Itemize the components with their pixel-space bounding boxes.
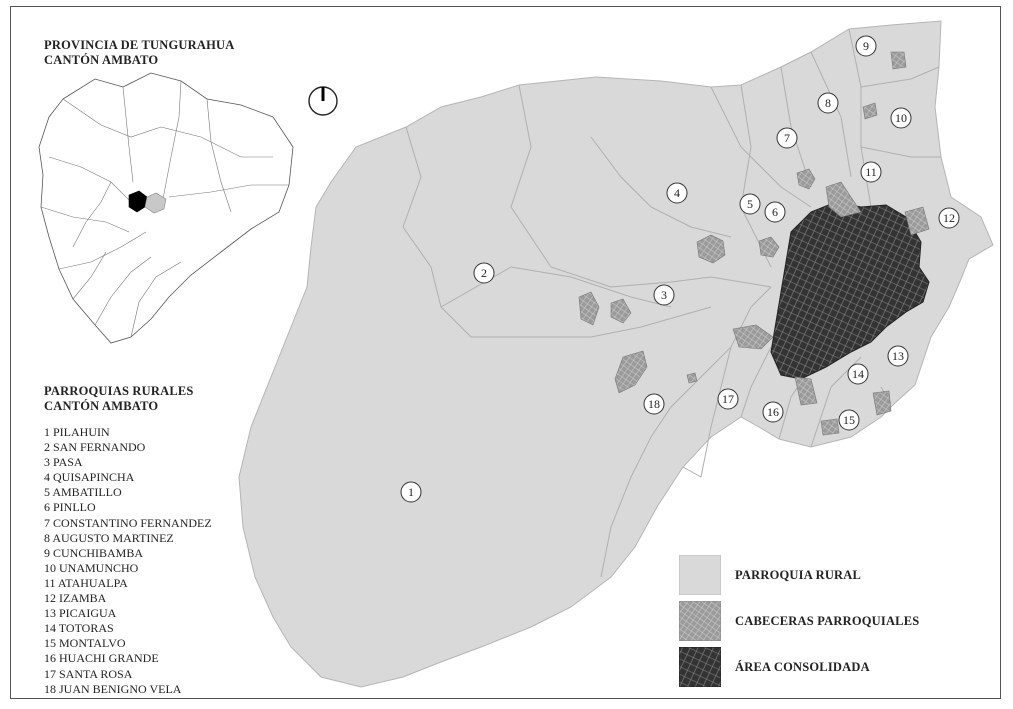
parish-number-8: 8	[825, 96, 831, 110]
legend-swatch-rural	[679, 555, 721, 595]
parish-marker-14[interactable]	[847, 363, 869, 385]
parish-number-14: 14	[852, 367, 864, 381]
rural-parishes-title: PARROQUIAS RURALES CANTÓN AMBATO	[44, 384, 194, 414]
list-item: 17 SANTA ROSA	[44, 666, 133, 681]
parish-number-18: 18	[648, 397, 660, 411]
list-item: 13 PICAIGUA	[44, 606, 117, 621]
list-item: 8 AUGUSTO MARTINEZ	[44, 530, 174, 545]
north-arrow-icon	[308, 86, 338, 116]
parish-marker-4[interactable]	[666, 182, 688, 204]
list-item: 3 PASA	[44, 455, 83, 470]
parish-marker-13[interactable]	[887, 345, 909, 367]
rural-title-line1: PARROQUIAS RURALES	[44, 384, 194, 398]
legend-item-consolidated: ÁREA CONSOLIDADA	[679, 647, 979, 687]
parish-number-3: 3	[661, 288, 667, 302]
list-item: 15 MONTALVO	[44, 636, 126, 651]
ambato-canton-map: 1 2 3 4 5 6 7 8 9 10 11 12 13 14 15 16 1…	[238, 20, 994, 688]
parish-marker-10[interactable]	[890, 107, 912, 129]
list-item: 14 TOTORAS	[44, 621, 114, 636]
list-item: 18 JUAN BENIGNO VELA	[44, 681, 182, 696]
parish-number-6: 6	[772, 205, 778, 219]
list-item: 9 CUNCHIBAMBA	[44, 545, 144, 560]
legend-item-rural: PARROQUIA RURAL	[679, 555, 979, 595]
parish-number-5: 5	[747, 197, 753, 211]
map-figure: 1 2 3 4 5 6 7 8 9 10 11 12 13 14 15 16 1…	[10, 6, 1001, 699]
parish-marker-18[interactable]	[643, 393, 665, 415]
parish-marker-9[interactable]	[855, 35, 877, 57]
parish-number-2: 2	[481, 266, 487, 280]
parish-number-13: 13	[892, 349, 904, 363]
list-item: 5 AMBATILLO	[44, 485, 122, 500]
legend-label-heads: CABECERAS PARROQUIALES	[735, 614, 920, 628]
list-item: 6 PINLLO	[44, 500, 96, 515]
consolidated-area	[770, 201, 930, 380]
parish-marker-16[interactable]	[762, 401, 784, 423]
ecuador-inset-map	[38, 72, 294, 344]
legend-swatch-heads	[679, 601, 721, 641]
parish-marker-8[interactable]	[817, 92, 839, 114]
parish-heads	[578, 51, 930, 436]
legend-label-rural: PARROQUIA RURAL	[735, 568, 862, 582]
parish-number-16: 16	[767, 405, 779, 419]
parish-marker-17[interactable]	[717, 388, 739, 410]
list-item: 2 SAN FERNANDO	[44, 440, 146, 455]
province-title: PROVINCIA DE TUNGURAHUA CANTÓN AMBATO	[44, 38, 235, 68]
parish-number-10: 10	[895, 111, 907, 125]
list-item: 10 UNAMUNCHO	[44, 560, 139, 575]
parish-marker-7[interactable]	[776, 127, 798, 149]
parish-number-11: 11	[865, 165, 877, 179]
parish-marker-11[interactable]	[860, 161, 882, 183]
parish-number-4: 4	[674, 186, 680, 200]
map-canvas: 1 2 3 4 5 6 7 8 9 10 11 12 13 14 15 16 1…	[38, 20, 994, 688]
parish-marker-6[interactable]	[764, 201, 786, 223]
legend-item-heads: CABECERAS PARROQUIALES	[679, 601, 979, 641]
legend-swatch-consolidated	[679, 647, 721, 687]
list-item: 12 IZAMBA	[44, 591, 107, 606]
parish-number-9: 9	[863, 39, 869, 53]
list-item: 1 PILAHUIN	[44, 425, 110, 439]
parish-marker-3[interactable]	[653, 284, 675, 306]
parish-marker-2[interactable]	[473, 262, 495, 284]
parish-marker-1[interactable]	[400, 481, 422, 503]
parish-number-15: 15	[843, 413, 855, 427]
province-title-line2: CANTÓN AMBATO	[44, 53, 159, 67]
parish-number-1: 1	[408, 485, 414, 499]
list-item: 11 ATAHUALPA	[44, 575, 128, 590]
list-item: 4 QUISAPINCHA	[44, 470, 135, 485]
parish-marker-5[interactable]	[739, 193, 761, 215]
parish-number-17: 17	[722, 392, 734, 406]
rural-title-line2: CANTÓN AMBATO	[44, 399, 159, 413]
province-title-line1: PROVINCIA DE TUNGURAHUA	[44, 38, 235, 52]
list-item: 16 HUACHI GRANDE	[44, 651, 159, 666]
parish-marker-15[interactable]	[838, 409, 860, 431]
parish-number-12: 12	[943, 211, 955, 225]
parish-marker-12[interactable]	[938, 207, 960, 229]
parish-list: 1 PILAHUIN 2 SAN FERNANDO 3 PASA 4 QUISA…	[44, 425, 212, 697]
parish-number-7: 7	[784, 131, 790, 145]
legend-label-consolidated: ÁREA CONSOLIDADA	[735, 660, 870, 674]
list-item: 7 CONSTANTINO FERNANDEZ	[44, 515, 212, 530]
